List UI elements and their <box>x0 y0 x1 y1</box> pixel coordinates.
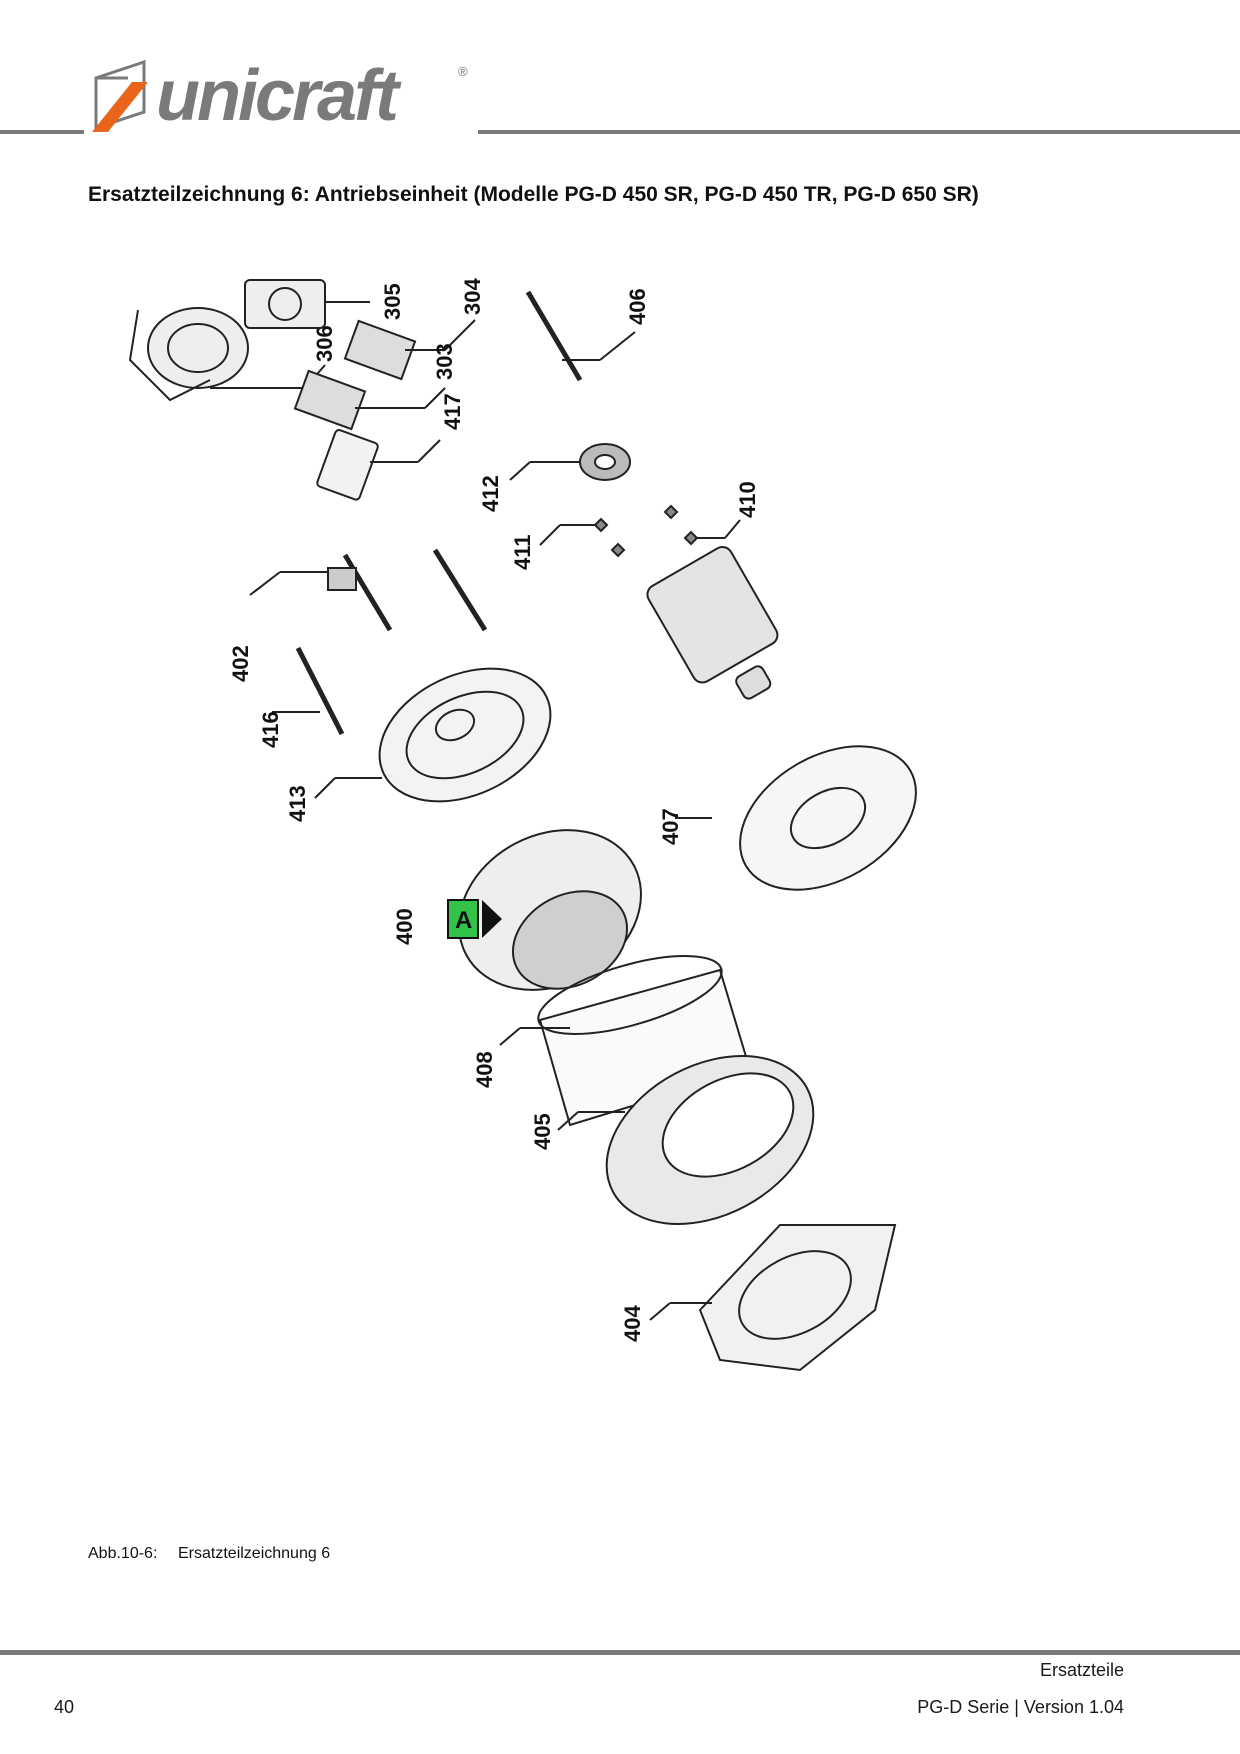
callout-406: 406 <box>625 288 650 325</box>
part-tie-rod <box>432 548 488 632</box>
part-406-bolt <box>525 290 583 382</box>
callout-411: 411 <box>510 535 535 571</box>
brand-registered-mark: ® <box>458 64 468 79</box>
callout-404: 404 <box>620 1305 645 1342</box>
callout-417: 417 <box>440 393 465 430</box>
part-410-clip <box>663 504 699 546</box>
figure-caption: Abb.10-6: Ersatzteilzeichnung 6 <box>88 1545 330 1563</box>
part-416-bolt <box>295 646 345 736</box>
brand-logo: unicraft ® <box>88 58 478 136</box>
part-304-relay <box>343 319 417 381</box>
part-417-sleeve <box>316 429 379 501</box>
logo-box-icon <box>92 59 148 132</box>
header-rule-left <box>0 130 84 134</box>
part-412-bearing <box>579 443 631 481</box>
part-303-relay <box>293 369 367 431</box>
callout-412: 412 <box>478 475 503 512</box>
callout-405: 405 <box>530 1113 555 1150</box>
part-407-fan <box>739 745 917 891</box>
callout-400-marker: A <box>455 907 472 934</box>
callout-408: 408 <box>472 1051 497 1088</box>
footer-rule <box>0 1650 1240 1655</box>
part-411-clip <box>593 517 626 558</box>
part-stator <box>458 829 642 991</box>
page-title: Ersatzteilzeichnung 6: Antriebseinheit (… <box>88 183 979 206</box>
callout-400: 400 <box>392 908 417 945</box>
callout-303: 303 <box>432 343 457 380</box>
part-405-housing <box>605 1055 815 1225</box>
part-413-end-housing <box>378 667 552 803</box>
exploded-parts-drawing: 306 305 304 303 406 417 412 411 <box>128 278 917 1372</box>
footer-document-version: PG-D Serie | Version 1.04 <box>917 1697 1124 1717</box>
part-tie-rod <box>342 553 393 632</box>
part-404-flange <box>698 1224 897 1372</box>
pointer-triangle-icon <box>482 900 502 938</box>
part-400-marker <box>447 899 479 939</box>
part-305-cover <box>244 279 326 329</box>
part-rotor <box>646 546 779 700</box>
footer-page-number: 40 <box>54 1697 75 1717</box>
part-306-intake <box>128 307 249 402</box>
figure-caption-label: Abb.10-6: <box>88 1545 158 1562</box>
callout-402: 402 <box>228 645 253 682</box>
figure-caption-text: Ersatzteilzeichnung 6 <box>178 1545 331 1562</box>
footer-section: Ersatzteile <box>1039 1660 1124 1680</box>
header-rule-right <box>478 130 1240 134</box>
callout-410: 410 <box>735 481 760 518</box>
callout-304: 304 <box>460 278 485 315</box>
brand-name: unicraft <box>156 56 399 136</box>
callout-305: 305 <box>380 283 405 320</box>
part-402-rectifier <box>327 567 357 591</box>
callout-413: 413 <box>285 785 310 822</box>
callout-416: 416 <box>258 711 283 748</box>
callout-306: 306 <box>312 325 337 362</box>
callout-407: 407 <box>658 808 683 845</box>
